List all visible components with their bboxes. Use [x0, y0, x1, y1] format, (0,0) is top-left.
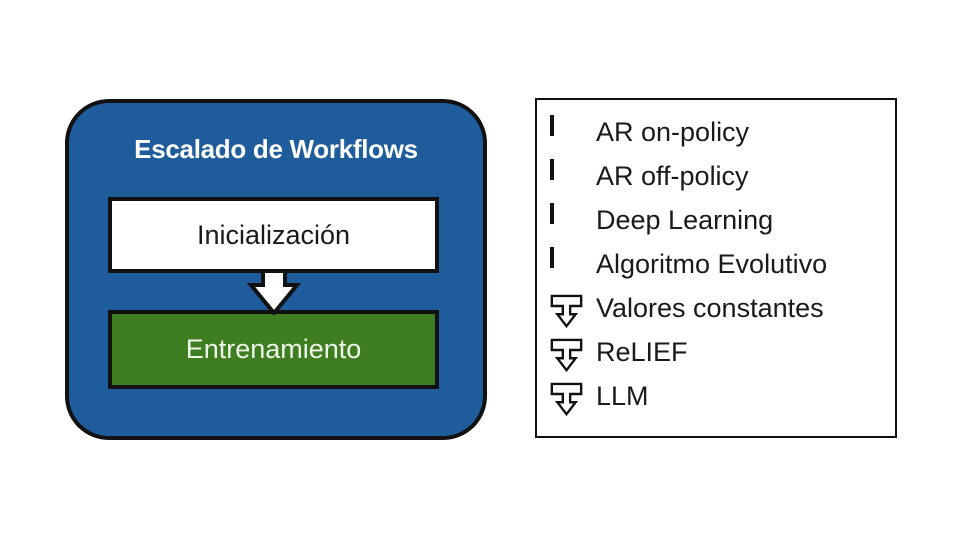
flow-down-arrow-icon [246, 269, 302, 315]
legend-item-label: ReLIEF [596, 337, 688, 367]
step-inicializacion-label: Inicialización [196, 219, 351, 250]
step-inicializacion-box: Inicialización [108, 197, 439, 273]
down-arrow-icon [550, 382, 583, 417]
legend-item: Valores constantes [550, 293, 885, 329]
legend-panel: AR on-policy AR off-policy Deep Learning… [535, 98, 897, 438]
legend-item: ReLIEF [550, 337, 885, 373]
legend-item: AR off-policy [550, 159, 885, 192]
legend-item-label: LLM [596, 381, 649, 411]
workflow-panel-title: Escalado de Workflows [134, 134, 418, 164]
legend-item-label: Algoritmo Evolutivo [596, 249, 828, 279]
legend-item: Deep Learning [550, 203, 885, 236]
green-square-icon [550, 159, 554, 180]
legend-item: AR on-policy [550, 115, 885, 148]
green-square-icon [550, 203, 554, 224]
down-arrow-icon [550, 294, 583, 329]
green-square-icon [550, 115, 554, 136]
legend-item: LLM [550, 381, 885, 417]
legend-item: Algoritmo Evolutivo [550, 247, 885, 280]
legend-item-label: Valores constantes [596, 293, 824, 323]
green-square-icon [550, 247, 554, 268]
workflow-panel: Escalado de Workflows Inicialización Ent… [65, 99, 487, 440]
step-entrenamiento-box: Entrenamiento [108, 310, 439, 389]
step-entrenamiento-label: Entrenamiento [185, 334, 362, 364]
legend-item-label: Deep Learning [596, 205, 774, 235]
legend-item-label: AR on-policy [596, 117, 750, 147]
legend-item-label: AR off-policy [596, 161, 749, 191]
down-arrow-icon [550, 338, 583, 373]
